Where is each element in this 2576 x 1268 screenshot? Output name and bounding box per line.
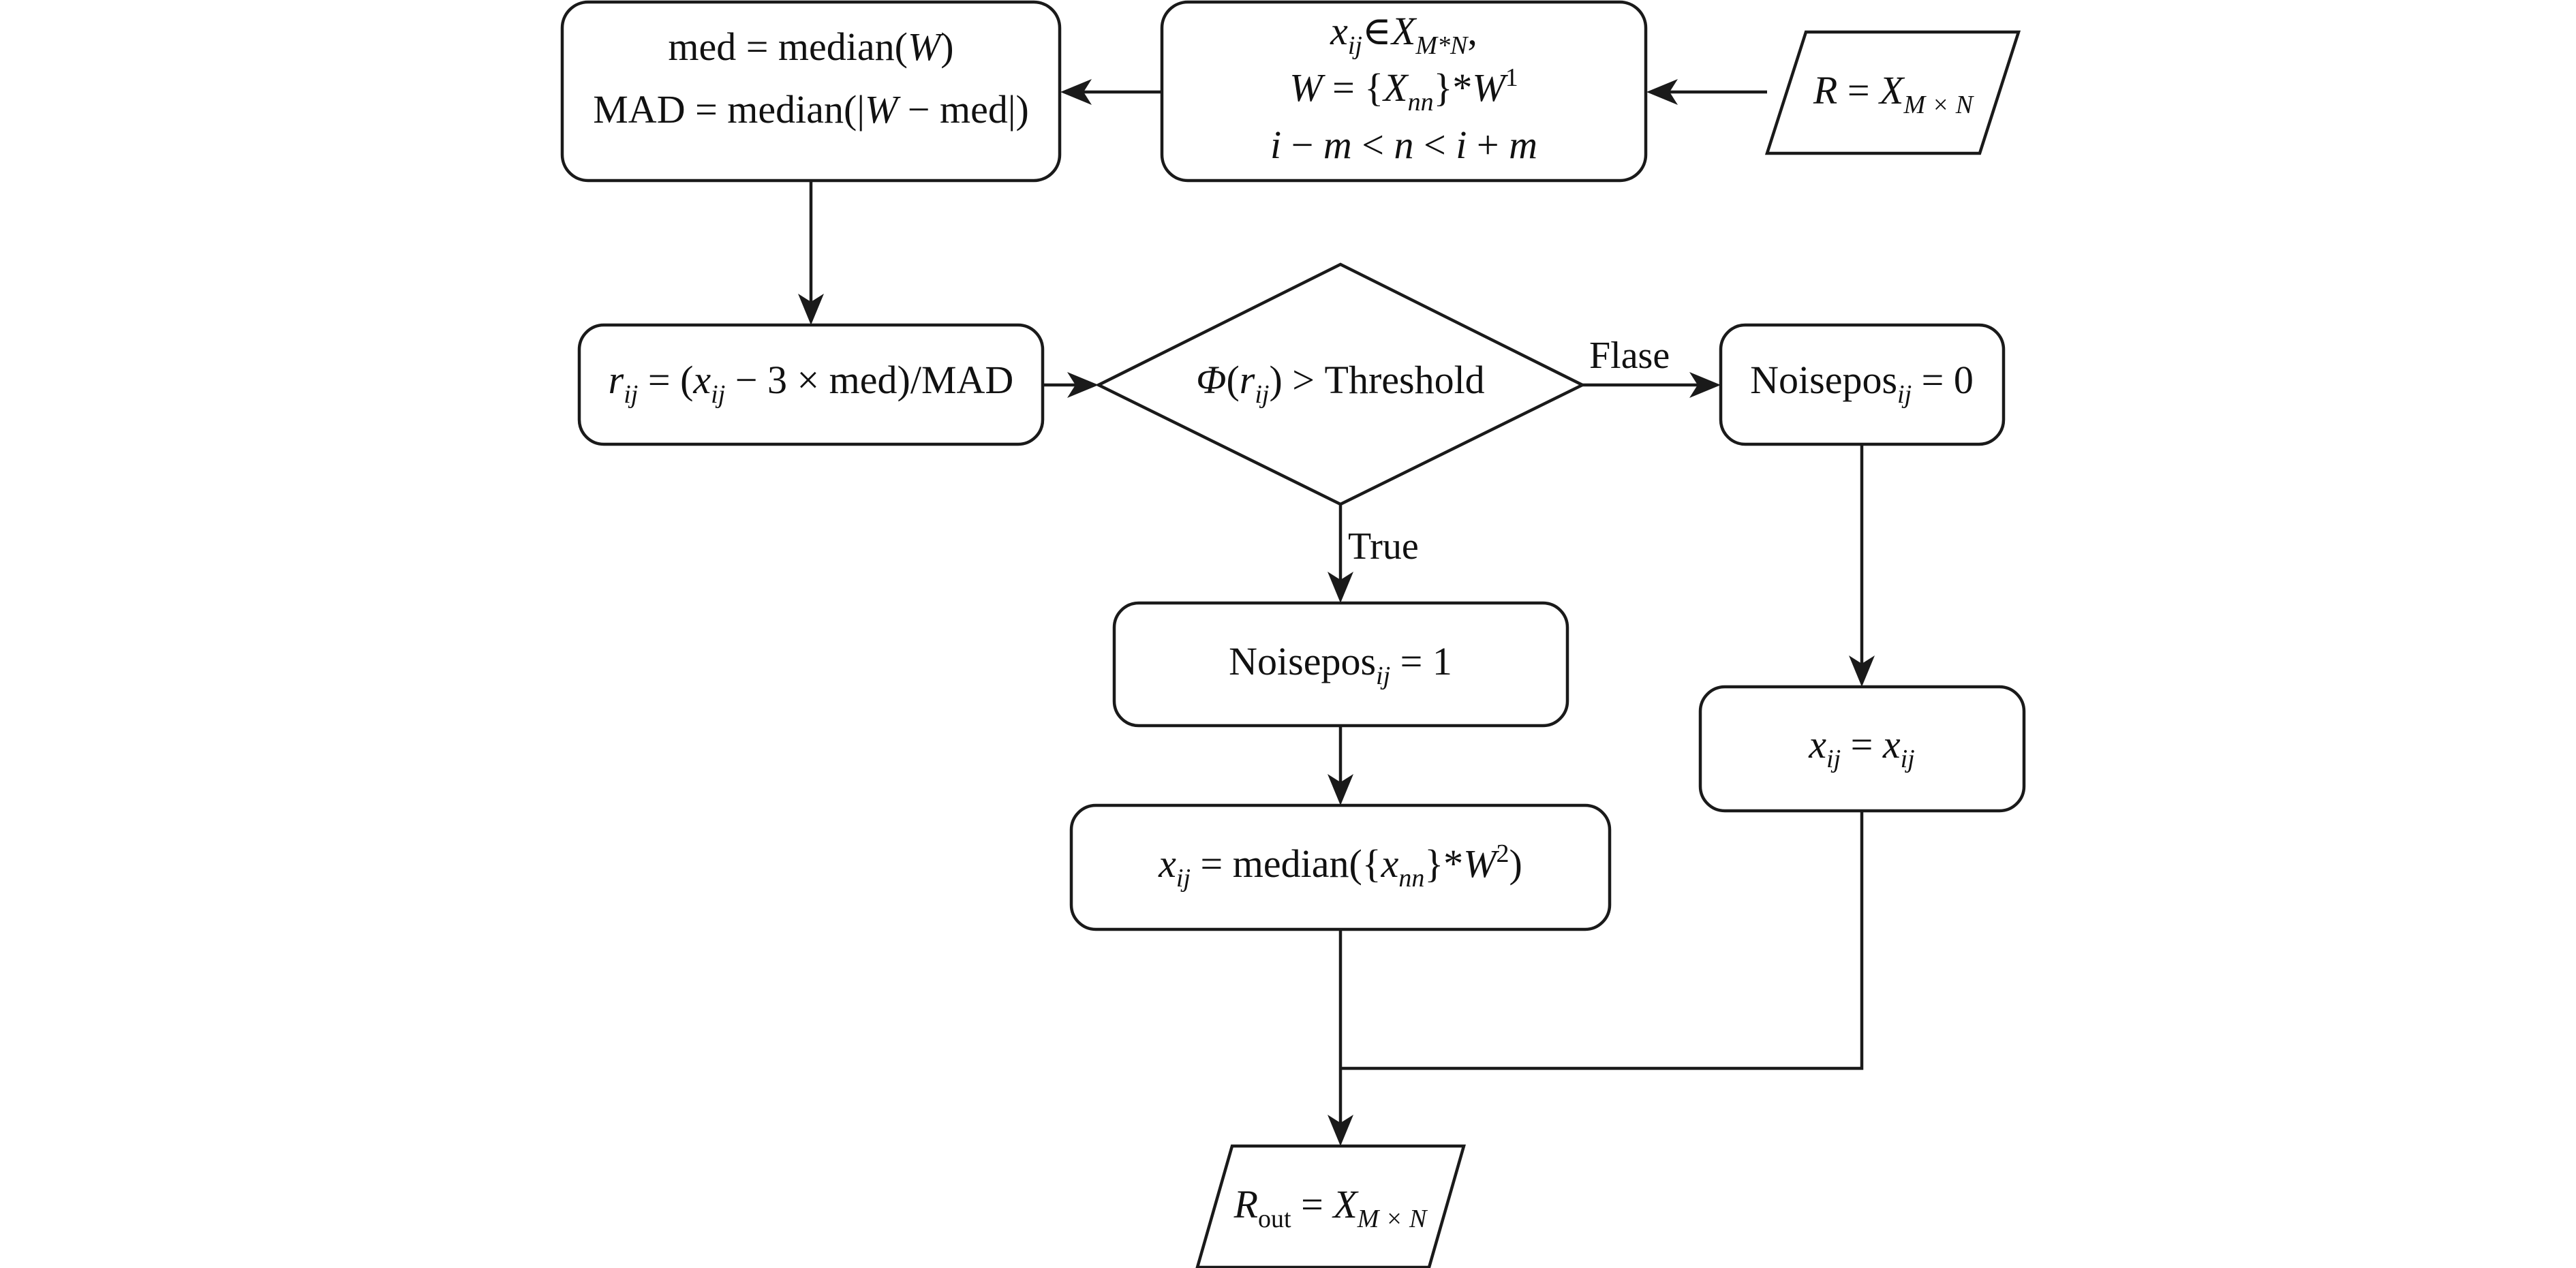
arrowhead-to-output [1328, 1115, 1353, 1146]
arrowhead-decision-to-noise1 [1328, 572, 1353, 603]
decision-text: Φ(rij) > Threshold [1196, 358, 1484, 409]
window-line-3: i − m < n < i + m [1270, 123, 1537, 167]
noise1-text: Noiseposij = 1 [1229, 639, 1452, 690]
window-line-1: xij∈XM*N, [1330, 9, 1477, 60]
arrowhead-ratio-to-decision [1067, 372, 1099, 398]
true-branch-label: True [1348, 525, 1419, 568]
output-parallelogram [1195, 1144, 1466, 1268]
median-line-2: MAD = median(|W − med|) [593, 87, 1029, 132]
replace-text: xij = median({xnn}*W2) [1158, 839, 1522, 893]
median-line-1: med = median(W) [668, 25, 953, 69]
ratio-text: rij = (xij − 3 × med)/MAD [609, 358, 1014, 409]
output-text: Rout = XM × N [1233, 1182, 1428, 1233]
arrowhead-input-to-window [1646, 79, 1678, 105]
arrowhead-noise0-to-keep [1849, 655, 1875, 687]
false-branch-label: Flase [1589, 335, 1670, 377]
keep-text: xij = xij [1808, 722, 1914, 773]
arrowhead-window-to-median [1060, 79, 1092, 105]
input-parallelogram [1764, 30, 2021, 155]
window-line-2: W = {Xnn}*W1 [1289, 63, 1518, 117]
input-text: R = XM × N [1813, 68, 1975, 119]
arrowhead-median-to-ratio [798, 294, 824, 325]
noise0-text: Noiseposij = 0 [1750, 358, 1974, 409]
arrowhead-decision-to-noise0 [1689, 372, 1721, 398]
edge-keep-to-merge [1340, 811, 1864, 1070]
arrowhead-noise1-to-replace [1328, 774, 1353, 805]
